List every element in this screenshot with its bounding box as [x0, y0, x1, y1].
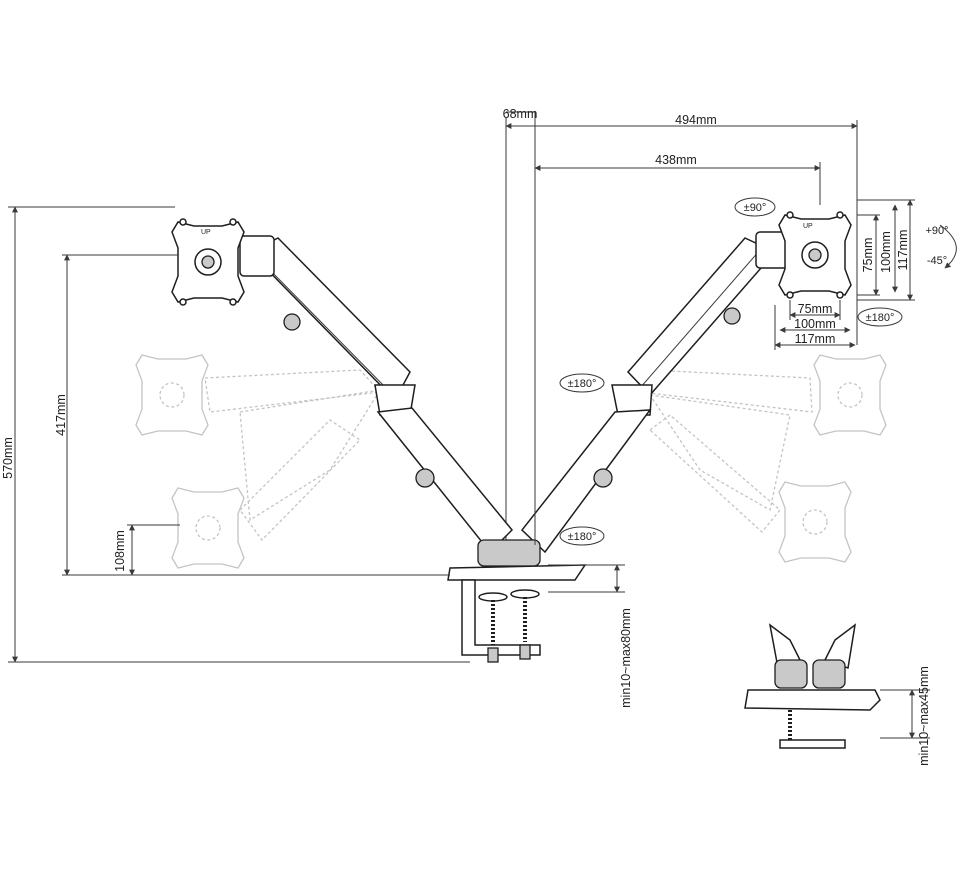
right-lower-arm	[520, 409, 652, 554]
ghost-left-lower	[171, 419, 362, 569]
grommet-bottom-plate	[779, 739, 846, 749]
label-base-rotate-180: ±180°	[568, 531, 597, 543]
right-tension-knob	[723, 307, 741, 325]
label-tilt-down: -45°	[927, 255, 947, 267]
label-grommet-range: min10~max45mm	[917, 666, 931, 766]
label-vesa-w-75: 75mm	[798, 302, 833, 316]
pole-collar	[477, 539, 541, 567]
right-elbow	[611, 384, 653, 416]
label-570mm: 570mm	[1, 437, 15, 479]
plate-rotate-arrow-icon	[857, 307, 903, 327]
label-elbow-rotate-180: ±180°	[568, 378, 597, 390]
label-vesa-w-117: 117mm	[795, 332, 836, 346]
label-68mm: 68mm	[503, 107, 538, 121]
label-vesa-h-75: 75mm	[861, 238, 875, 273]
label-vesa-h-117: 117mm	[896, 230, 910, 271]
label-tilt-up: +90°	[925, 225, 948, 237]
label-clamp-range: min10~max80mm	[619, 608, 633, 708]
left-tension-knob	[283, 313, 301, 331]
head-rotate-arrow-icon	[559, 373, 605, 393]
left-plate-up-mark: UP	[201, 229, 211, 236]
label-plate-rotate-180: ±180°	[866, 312, 895, 324]
desk-clamp	[447, 539, 587, 663]
label-vesa-w-100: 100mm	[794, 317, 836, 331]
labels: 570mm 417mm 108mm 68mm 494mm 438mm 75mm …	[1, 107, 949, 766]
label-108mm: 108mm	[113, 530, 127, 572]
grommet-base-plate	[744, 689, 881, 711]
clamp-body	[461, 579, 541, 656]
label-417mm: 417mm	[54, 394, 68, 436]
ghost-positions	[135, 354, 887, 569]
left-arm: UP	[171, 218, 514, 554]
clamp-screw-pad-right	[510, 589, 540, 599]
label-494mm: 494mm	[675, 113, 717, 127]
ghost-left-upper	[135, 354, 382, 522]
right-arm: UP	[520, 211, 852, 554]
right-plate-up-mark: UP	[803, 223, 813, 230]
grommet-inset	[744, 623, 881, 749]
left-lower-arm	[376, 407, 514, 554]
swivel-90-arrow-icon	[734, 197, 776, 217]
label-438mm: 438mm	[655, 153, 697, 167]
base-rotate-arrow-icon	[559, 526, 605, 546]
right-lower-knob	[593, 468, 613, 488]
rotation-callouts	[559, 197, 957, 546]
left-lower-knob	[415, 468, 435, 488]
ghost-right-lower	[648, 414, 852, 563]
label-swivel-90: ±90°	[744, 202, 767, 214]
tilt-arrow-icon	[939, 224, 957, 269]
dimension-lines	[8, 111, 930, 739]
right-upper-arm	[626, 237, 777, 397]
ghost-right-upper	[639, 354, 887, 512]
left-tilt-joint	[239, 235, 275, 277]
base-plate	[447, 564, 587, 581]
label-vesa-h-100: 100mm	[879, 231, 893, 273]
clamp-screw-pad-left	[478, 592, 508, 602]
